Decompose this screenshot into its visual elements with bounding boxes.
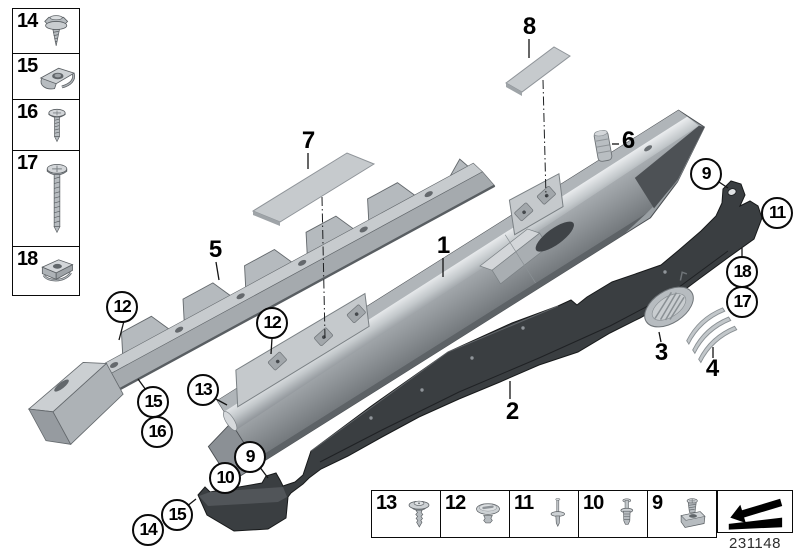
support-strip-part-5 (27, 158, 496, 445)
pan-head-screw-icon (48, 108, 66, 143)
legend-number: 10 (583, 492, 604, 514)
legend-box-10[interactable]: 10 (578, 490, 648, 538)
part-label-2[interactable]: 2 (505, 398, 519, 425)
expanding-tree-clip-icon (408, 500, 430, 528)
sill-trim-panel-part-1 (207, 109, 706, 479)
hex-flange-tapping-screw-icon (44, 15, 69, 46)
callout-leader-lines (118, 39, 743, 508)
direction-of-travel-arrow-icon (728, 498, 783, 530)
protective-pad-part-7 (251, 152, 376, 226)
legend-box-12[interactable]: 12 (440, 490, 510, 538)
callout-circle-9-b[interactable]: 9 (690, 158, 722, 190)
part-label-4[interactable]: 4 (705, 355, 719, 382)
legend-box-13[interactable]: 13 (371, 490, 441, 538)
part-label-7[interactable]: 7 (301, 127, 315, 154)
blind-rivet-icon (550, 498, 565, 528)
part-label-3[interactable]: 3 (654, 339, 668, 366)
callout-circle-15-b[interactable]: 15 (161, 499, 193, 531)
callout-circle-12-a[interactable]: 12 (106, 291, 138, 323)
dome-head-expanding-clip-icon (476, 503, 500, 524)
callout-circle-18[interactable]: 18 (726, 256, 758, 288)
legend-number: 16 (17, 101, 38, 123)
legend-number: 18 (17, 248, 38, 270)
legend-box-17[interactable]: 17 (12, 150, 80, 247)
cage-nut-clip-icon (39, 67, 76, 90)
part-label-6[interactable]: 6 (621, 127, 635, 154)
buffer-part-6 (593, 130, 613, 162)
part-label-5[interactable]: 5 (208, 236, 222, 263)
part-label-1[interactable]: 1 (436, 232, 450, 259)
legend-number: 17 (17, 152, 38, 174)
callout-circle-9-a[interactable]: 9 (234, 441, 266, 473)
callout-circle-15-a[interactable]: 15 (137, 386, 169, 418)
legend-number: 12 (445, 492, 466, 514)
legend-box-16[interactable]: 16 (12, 99, 80, 151)
callout-circle-12-b[interactable]: 12 (256, 307, 288, 339)
callout-circle-13[interactable]: 13 (187, 374, 219, 406)
direction-arrow-logo-box (717, 490, 793, 533)
callout-circle-11[interactable]: 11 (761, 197, 793, 229)
legend-box-15[interactable]: 15 (12, 53, 80, 100)
callout-circle-16[interactable]: 16 (141, 416, 173, 448)
legend-number: 9 (652, 492, 663, 514)
protective-pad-part-8 (505, 46, 571, 96)
callout-circle-14[interactable]: 14 (132, 514, 164, 546)
callout-circle-17[interactable]: 17 (726, 286, 758, 318)
alignment-dashdot-lines (321, 79, 547, 339)
legend-box-14[interactable]: 14 (12, 8, 80, 54)
legend-number: 13 (376, 492, 397, 514)
legend-number: 14 (17, 10, 38, 32)
part-label-8[interactable]: 8 (522, 13, 536, 40)
fin-grille-part-4 (686, 307, 738, 364)
callout-circle-10[interactable]: 10 (209, 462, 241, 494)
diagram-doc-number: 231148 (729, 535, 781, 552)
legend-number: 11 (514, 492, 534, 514)
legend-number: 15 (17, 55, 38, 77)
legend-box-9[interactable]: 9 (647, 490, 717, 538)
legend-box-18[interactable]: 18 (12, 246, 80, 296)
long-pan-head-screw-icon (46, 163, 68, 234)
screw-and-grommet-icon (680, 498, 706, 528)
jack-point-cover-part-3 (644, 271, 694, 328)
sheet-metal-speed-nut-icon (41, 259, 74, 282)
legend-box-11[interactable]: 11 (509, 490, 579, 538)
expansion-rivet-icon (620, 498, 634, 525)
